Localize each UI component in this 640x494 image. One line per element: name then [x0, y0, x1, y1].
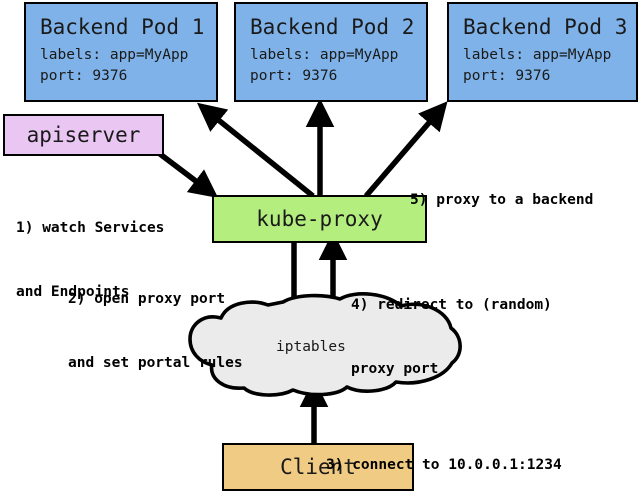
- backend-pod-1-box: Backend Pod 1 labels: app=MyApp port: 93…: [24, 2, 218, 102]
- step-2-annotation: 2) open proxy port and set portal rules: [68, 246, 243, 418]
- step-4-line-1: 4) redirect to (random): [351, 296, 552, 313]
- backend-pod-3-port: port: 9376: [463, 68, 551, 85]
- iptables-label: iptables: [276, 339, 346, 355]
- step-5-line-1: 5) proxy to a backend: [410, 191, 594, 208]
- apiserver-box: apiserver: [3, 114, 164, 156]
- apiserver-label: apiserver: [26, 123, 141, 147]
- backend-pod-2-title: Backend Pod 2: [250, 14, 415, 39]
- step-3-annotation: 3) connect to 10.0.0.1:1234: [326, 412, 562, 494]
- step-2-line-2: and set portal rules: [68, 355, 243, 372]
- step-1-annotation: 1) watch Services and Endpoints: [16, 175, 164, 347]
- step-4-line-2: proxy port: [351, 361, 439, 378]
- backend-pod-2-port: port: 9376: [250, 68, 338, 85]
- kube-proxy-label: kube-proxy: [256, 207, 383, 231]
- step-3-line-1: 3) connect to 10.0.0.1:1234: [326, 456, 562, 473]
- step-1-line-1: 1) watch Services: [16, 219, 165, 236]
- backend-pod-1-labels: labels: app=MyApp: [40, 47, 189, 64]
- step-1-line-2: and Endpoints: [16, 284, 130, 301]
- backend-pod-3-labels: labels: app=MyApp: [463, 47, 612, 64]
- backend-pod-1-title: Backend Pod 1: [40, 14, 205, 39]
- backend-pod-1-port: port: 9376: [40, 68, 128, 85]
- backend-pod-3-title: Backend Pod 3: [463, 14, 628, 39]
- step-5-annotation: 5) proxy to a backend: [410, 147, 593, 254]
- backend-pod-2-box: Backend Pod 2 labels: app=MyApp port: 93…: [234, 2, 428, 102]
- backend-pod-2-labels: labels: app=MyApp: [250, 47, 399, 64]
- kube-proxy-box: kube-proxy: [212, 195, 427, 243]
- client-label: Client: [280, 455, 356, 479]
- client-box: Client: [222, 443, 414, 491]
- step-2-line-1: 2) open proxy port: [68, 290, 226, 307]
- backend-pod-3-box: Backend Pod 3 labels: app=MyApp port: 93…: [447, 2, 638, 102]
- step-4-annotation: 4) redirect to (random) proxy port: [351, 252, 552, 424]
